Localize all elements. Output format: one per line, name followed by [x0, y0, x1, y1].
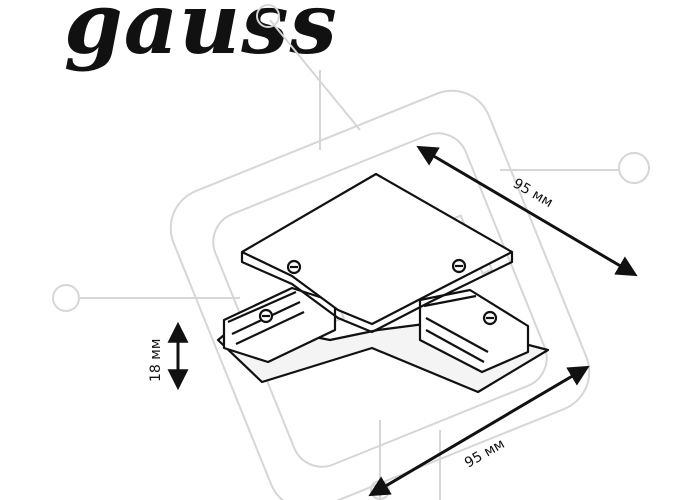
dimension-arrow-top	[416, 145, 638, 277]
screw-icon	[482, 310, 498, 326]
right-arm-groove-2	[425, 329, 485, 363]
screw-icon	[258, 308, 274, 324]
left-arm	[222, 286, 337, 364]
left-arm-rail-line	[227, 290, 297, 324]
dimension-label-height: 18 мм	[148, 339, 164, 382]
right-arm-rail-line	[423, 294, 477, 308]
gauss-logo: gauss	[64, 0, 338, 73]
screw-icon	[286, 259, 302, 275]
right-arm-groove	[425, 317, 489, 353]
watermark-circle-left	[52, 284, 80, 312]
top-plate	[240, 172, 514, 326]
watermark-circle-right	[618, 152, 650, 184]
watermark-diagonal-top	[269, 19, 361, 131]
watermark-circle-top	[256, 4, 280, 28]
left-arm-groove-2	[235, 311, 305, 345]
dimension-arrow-bottom	[368, 365, 590, 497]
dimension-arrows	[167, 145, 638, 497]
l-connector	[216, 172, 550, 394]
screw-icon	[451, 258, 467, 274]
right-arm	[418, 288, 530, 374]
